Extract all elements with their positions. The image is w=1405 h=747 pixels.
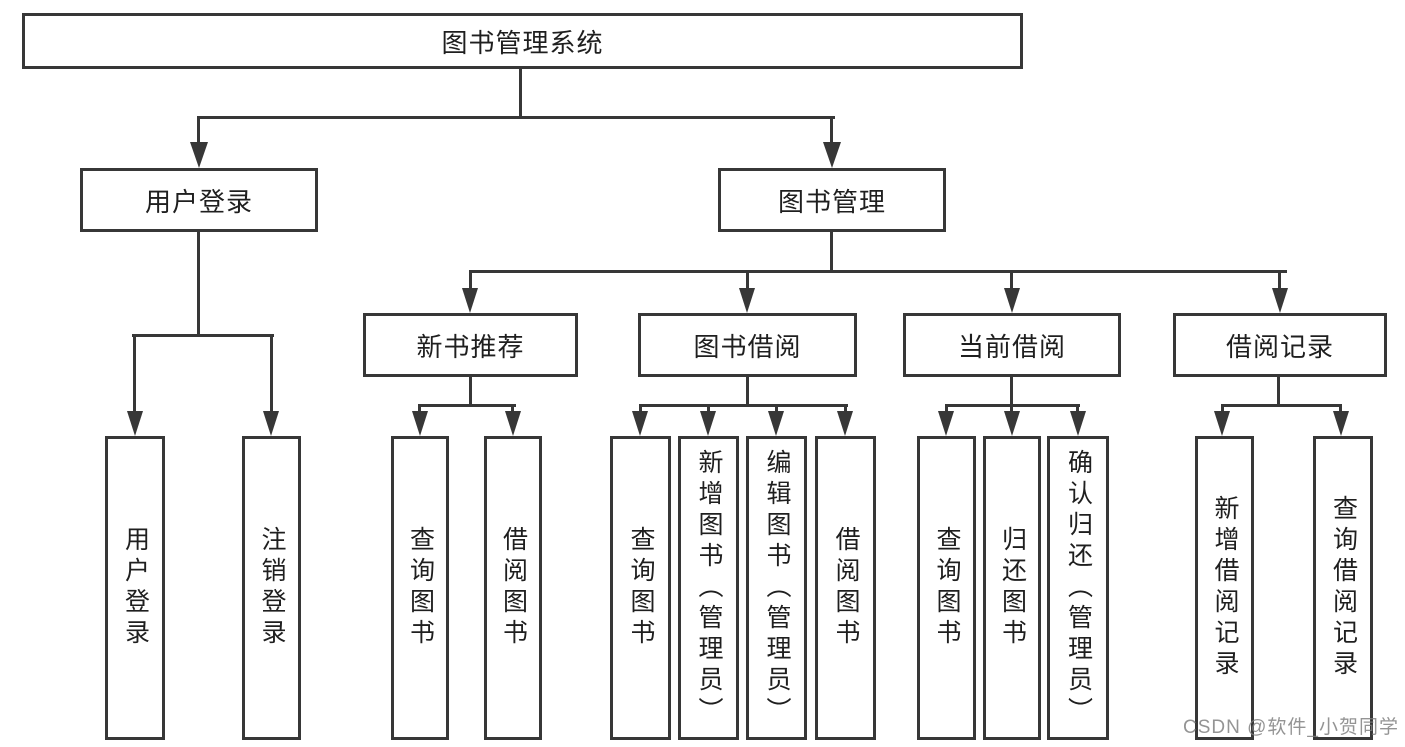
connector-line xyxy=(1221,404,1342,407)
connector-line xyxy=(418,404,516,407)
node-book-management: 图书管理 xyxy=(718,168,946,232)
arrowhead-down-icon xyxy=(263,411,279,436)
leaf-add-books-admin: 新增图书（管理员） xyxy=(678,436,739,740)
connector-line xyxy=(746,270,749,290)
arrowhead-down-icon xyxy=(739,288,755,313)
leaf-query-borrow-record: 查询借阅记录 xyxy=(1313,436,1373,740)
arrowhead-down-icon xyxy=(190,142,208,168)
node-label: 用户登录 xyxy=(144,186,253,217)
connector-line xyxy=(1076,404,1079,414)
leaf-label: 查询借阅记录 xyxy=(1329,495,1358,681)
connector-line xyxy=(945,404,948,414)
node-library-management-system: 图书管理系统 xyxy=(22,13,1023,69)
leaf-label: 查询图书 xyxy=(933,526,961,650)
leaf-label: 查询图书 xyxy=(627,526,655,650)
leaf-label: 查询图书 xyxy=(406,526,435,650)
node-borrow-records: 借阅记录 xyxy=(1173,313,1387,377)
arrowhead-down-icon xyxy=(1333,411,1349,436)
leaf-label: 确认归还（管理员） xyxy=(1064,448,1093,728)
connector-line xyxy=(511,404,514,414)
connector-line xyxy=(197,116,200,146)
connector-line xyxy=(830,116,833,146)
arrowhead-down-icon xyxy=(768,411,784,436)
leaf-borrow-books: 借阅图书 xyxy=(815,436,876,740)
connector-line xyxy=(746,377,749,406)
arrowhead-down-icon xyxy=(1214,411,1230,436)
arrowhead-down-icon xyxy=(1004,411,1020,436)
connector-line xyxy=(469,270,472,290)
arrowhead-down-icon xyxy=(1070,411,1086,436)
leaf-label: 借阅图书 xyxy=(832,526,860,650)
leaf-user-login: 用户登录 xyxy=(105,436,165,740)
leaf-label: 归还图书 xyxy=(998,526,1027,650)
arrowhead-down-icon xyxy=(823,142,841,168)
connector-line xyxy=(1010,270,1013,290)
node-label: 借阅记录 xyxy=(1225,331,1334,362)
connector-user-login-stem xyxy=(197,232,200,336)
node-label: 新书推荐 xyxy=(416,331,525,362)
arrowhead-down-icon xyxy=(462,288,478,313)
leaf-edit-books-admin: 编辑图书（管理员） xyxy=(746,436,807,740)
connector-book-mgmt-bus xyxy=(469,270,1287,273)
connector-line xyxy=(707,404,710,414)
connector-root-stem xyxy=(519,68,522,118)
arrowhead-down-icon xyxy=(1004,288,1020,313)
arrowhead-down-icon xyxy=(505,411,521,436)
leaf-label: 新增借阅记录 xyxy=(1211,495,1239,681)
connector-line xyxy=(133,334,136,414)
leaf-label: 编辑图书（管理员） xyxy=(763,448,791,728)
node-label: 图书管理系统 xyxy=(441,27,604,58)
arrowhead-down-icon xyxy=(127,411,143,436)
arrowhead-down-icon xyxy=(1272,288,1288,313)
arrowhead-down-icon xyxy=(632,411,648,436)
node-label: 当前借阅 xyxy=(957,331,1066,362)
leaf-return-books: 归还图书 xyxy=(983,436,1041,740)
csdn-watermark: CSDN @软件_小贺同学 xyxy=(1183,717,1399,738)
node-new-book-recommend: 新书推荐 xyxy=(363,313,578,377)
connector-line xyxy=(844,404,847,414)
leaf-label: 注销登录 xyxy=(258,526,286,650)
node-current-borrow: 当前借阅 xyxy=(903,313,1121,377)
arrowhead-down-icon xyxy=(938,411,954,436)
connector-book-mgmt-stem xyxy=(830,232,833,272)
leaf-label: 用户登录 xyxy=(121,526,150,650)
connector-line xyxy=(469,377,472,406)
arrowhead-down-icon xyxy=(412,411,428,436)
leaf-label: 新增图书（管理员） xyxy=(695,448,723,728)
connector-line xyxy=(1221,404,1224,414)
node-user-login: 用户登录 xyxy=(80,168,318,232)
connector-line xyxy=(1010,404,1013,414)
leaf-recommend-borrow-books: 借阅图书 xyxy=(484,436,542,740)
connector-line xyxy=(1278,270,1281,290)
leaf-label: 借阅图书 xyxy=(499,526,528,650)
connector-line xyxy=(270,334,273,414)
connector-line xyxy=(418,404,421,414)
node-label: 图书借阅 xyxy=(693,331,802,362)
connector-user-login-bus xyxy=(132,334,274,337)
leaf-recommend-query-books: 查询图书 xyxy=(391,436,449,740)
connector-line xyxy=(639,404,848,407)
arrowhead-down-icon xyxy=(700,411,716,436)
leaf-confirm-return-admin: 确认归还（管理员） xyxy=(1047,436,1109,740)
arrowhead-down-icon xyxy=(837,411,853,436)
leaf-add-borrow-record: 新增借阅记录 xyxy=(1195,436,1254,740)
node-label: 图书管理 xyxy=(777,186,886,217)
connector-line xyxy=(775,404,778,414)
connector-root-bus xyxy=(197,116,835,119)
connector-line xyxy=(1010,377,1013,406)
connector-line xyxy=(1277,377,1280,406)
leaf-borrow-query-books: 查询图书 xyxy=(610,436,671,740)
leaf-current-query-books: 查询图书 xyxy=(917,436,976,740)
connector-line xyxy=(639,404,642,414)
node-book-borrow: 图书借阅 xyxy=(638,313,857,377)
connector-line xyxy=(1339,404,1342,414)
leaf-logout-login: 注销登录 xyxy=(242,436,301,740)
